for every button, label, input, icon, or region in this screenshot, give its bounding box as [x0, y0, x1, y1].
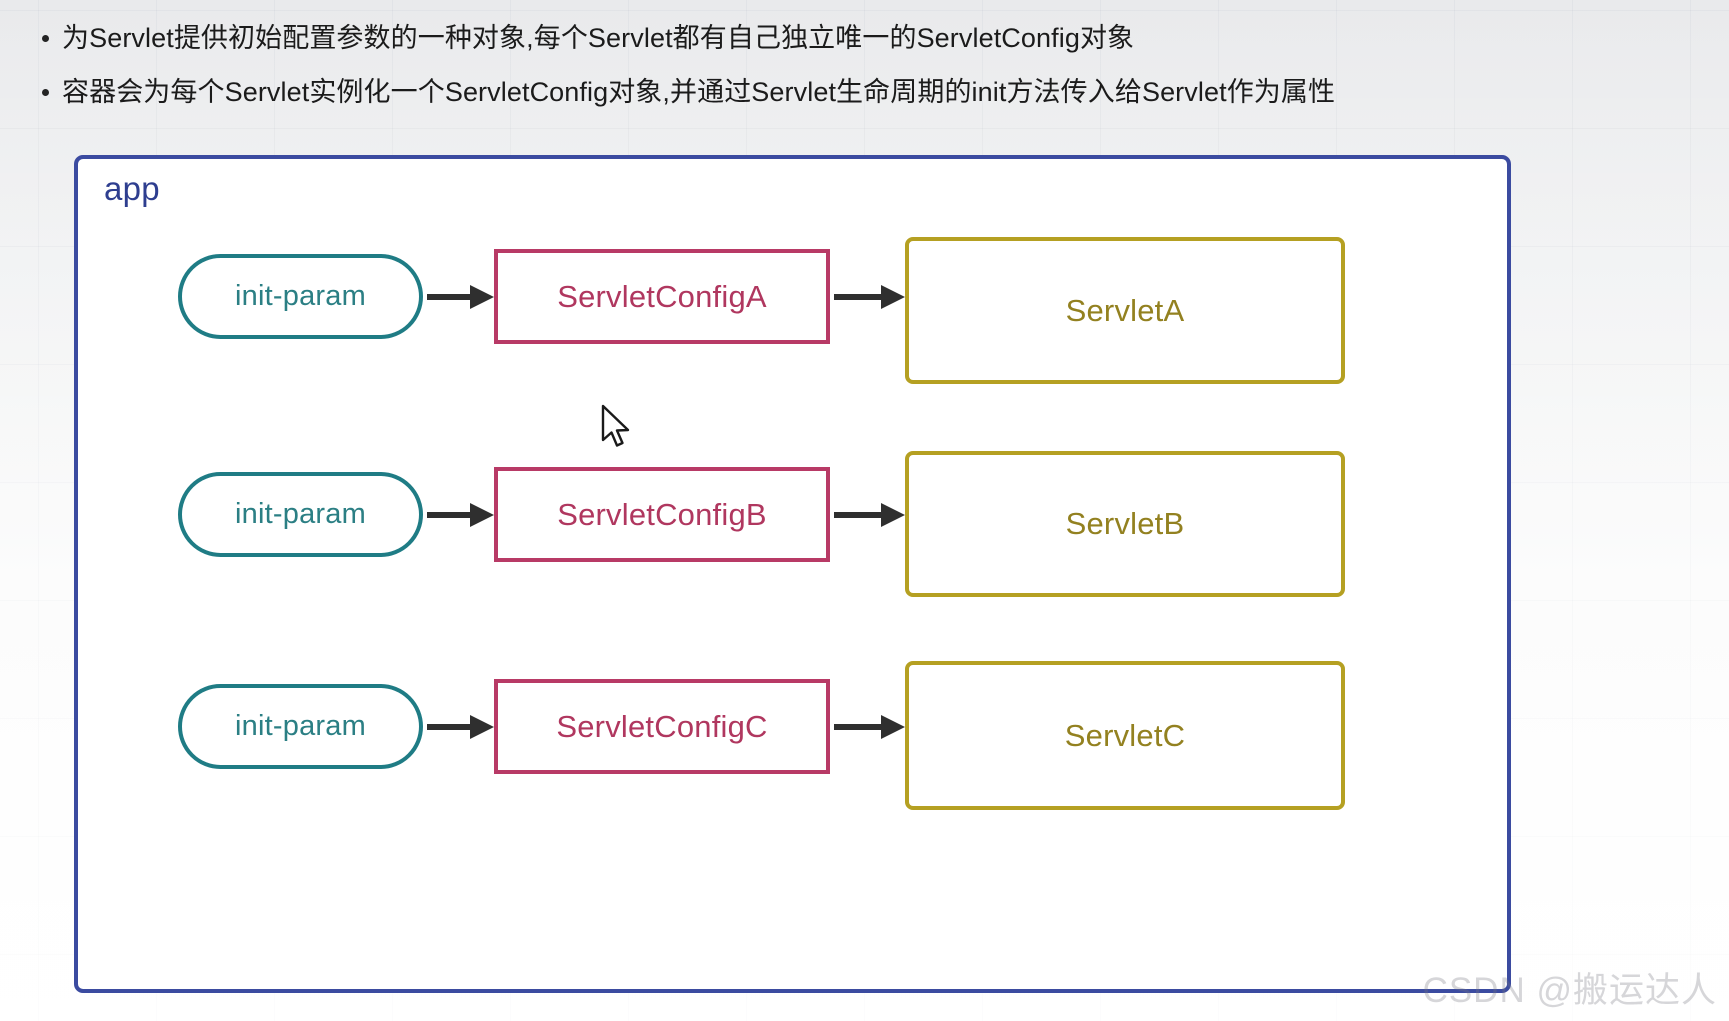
init-param-label: init-param — [235, 710, 366, 742]
arrow-init-param-to-config — [427, 715, 494, 739]
arrow-shaft — [834, 512, 882, 518]
arrow-shaft — [427, 512, 471, 518]
servlet-config-label: ServletConfigA — [557, 278, 767, 314]
arrow-head-icon — [881, 285, 905, 309]
bullet-text: 为Servlet提供初始配置参数的一种对象,每个Servlet都有自己独立唯一的… — [62, 23, 1135, 53]
bullet-dot-icon — [42, 35, 49, 42]
arrow-head-icon — [881, 715, 905, 739]
servlet-config-node: ServletConfigA — [494, 249, 830, 344]
servlet-label: ServletA — [1065, 292, 1185, 328]
servlet-node: ServletC — [905, 661, 1345, 810]
arrow-shaft — [834, 724, 882, 730]
bullet-list: 为Servlet提供初始配置参数的一种对象,每个Servlet都有自己独立唯一的… — [0, 0, 1600, 107]
diagram-row: init-param ServletConfigB ServletB — [78, 449, 1507, 599]
arrow-shaft — [427, 294, 471, 300]
servlet-config-node: ServletConfigB — [494, 467, 830, 562]
init-param-node: init-param — [178, 684, 423, 769]
servlet-node: ServletB — [905, 451, 1345, 597]
arrow-shaft — [427, 724, 471, 730]
arrow-init-param-to-config — [427, 503, 494, 527]
arrow-head-icon — [470, 715, 494, 739]
app-container-box: app init-param ServletConfigA ServletA — [74, 155, 1511, 993]
bullet-dot-icon — [42, 89, 49, 96]
init-param-node: init-param — [178, 472, 423, 557]
servlet-config-label: ServletConfigC — [556, 708, 768, 744]
bullet-item: 为Servlet提供初始配置参数的一种对象,每个Servlet都有自己独立唯一的… — [0, 23, 1600, 53]
arrow-config-to-servlet — [834, 503, 905, 527]
arrow-init-param-to-config — [427, 285, 494, 309]
servlet-config-label: ServletConfigB — [557, 496, 767, 532]
arrow-head-icon — [470, 285, 494, 309]
servlet-node: ServletA — [905, 237, 1345, 384]
bullet-text: 容器会为每个Servlet实例化一个ServletConfig对象,并通过Ser… — [62, 77, 1336, 107]
servlet-label: ServletB — [1065, 506, 1185, 541]
diagram-row: init-param ServletConfigA ServletA — [78, 231, 1507, 384]
arrow-head-icon — [470, 503, 494, 527]
arrow-head-icon — [881, 503, 905, 527]
init-param-node: init-param — [178, 254, 423, 339]
arrow-config-to-servlet — [834, 715, 905, 739]
arrow-shaft — [834, 294, 882, 300]
app-container-label: app — [104, 170, 160, 207]
diagram-row: init-param ServletConfigC ServletC — [78, 661, 1507, 811]
arrow-config-to-servlet — [834, 285, 905, 309]
servlet-label: ServletC — [1064, 717, 1186, 753]
init-param-label: init-param — [235, 280, 366, 312]
init-param-label: init-param — [235, 498, 366, 530]
bullet-item: 容器会为每个Servlet实例化一个ServletConfig对象,并通过Ser… — [0, 77, 1600, 107]
servlet-config-node: ServletConfigC — [494, 679, 830, 774]
